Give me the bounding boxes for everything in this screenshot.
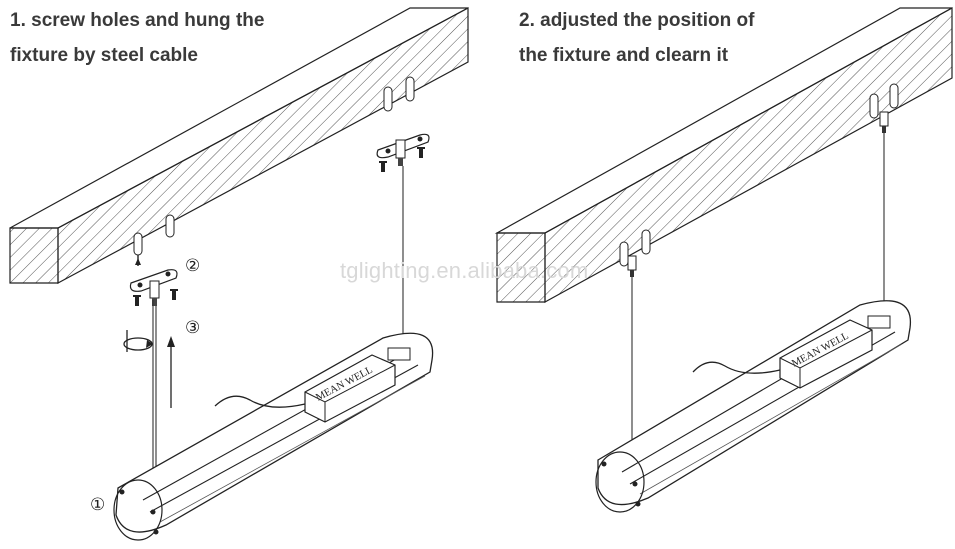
step2-title: 2. adjusted the position of the fixture … [519, 3, 849, 73]
linear-fixture-icon [113, 332, 434, 541]
watermark: tglighting.en.alibaba.com [340, 258, 589, 283]
step1-title-line1: 1. screw holes and hung the [10, 10, 265, 31]
linear-fixture-icon [595, 300, 912, 513]
mounting-bracket-icon [376, 133, 430, 166]
screw-icon [133, 289, 178, 306]
step-marker-2: ② [185, 256, 200, 275]
mounting-bracket-icon [129, 255, 178, 306]
hatched-beam-icon [494, 6, 953, 304]
step2-title-line1: 2. adjusted the position of [519, 10, 755, 31]
screw-icon [379, 147, 425, 172]
step2-title-line2: the fixture and clearn it [519, 45, 729, 66]
rotation-arrow-icon [123, 330, 153, 352]
hatched-beam-icon [9, 6, 469, 285]
step1-illustration: MEAN WELL ① ② ③ [9, 6, 469, 541]
step-marker-1: ① [90, 495, 105, 514]
up-arrow-icon [167, 336, 175, 408]
step1-title-line2: fixture by steel cable [10, 45, 198, 66]
mounting-bracket-icon [879, 111, 889, 133]
step2-illustration: MEAN WELL [494, 6, 953, 513]
step1-title: 1. screw holes and hung the fixture by s… [10, 3, 330, 73]
step-marker-3: ③ [185, 318, 200, 337]
mounting-bracket-icon [627, 255, 637, 277]
